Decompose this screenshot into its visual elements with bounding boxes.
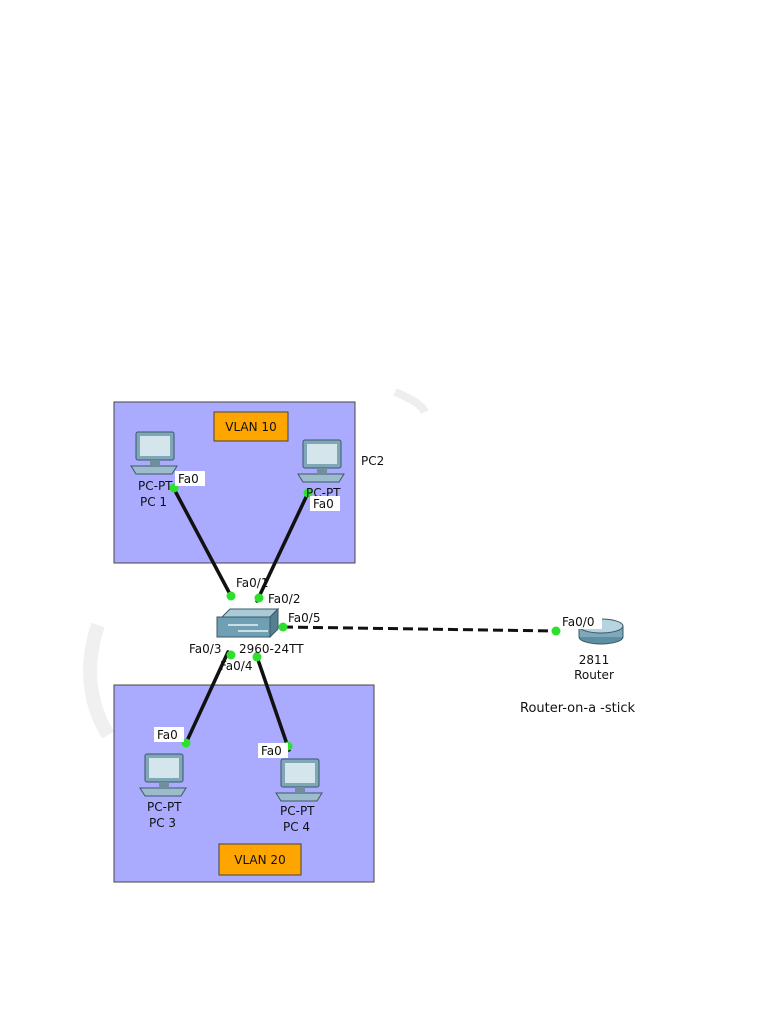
vlan-20-label: VLAN 20	[234, 853, 285, 867]
switch-port-fa0-1-label: Fa0/1	[236, 576, 268, 590]
router-model-label: 2811	[579, 653, 610, 667]
pc2-device[interactable]	[297, 439, 345, 483]
switch-port-fa0-5-label: Fa0/5	[288, 611, 320, 625]
pc4-device[interactable]	[275, 758, 323, 802]
cable-pc2-switch	[255, 491, 310, 603]
link-led-switch-fa0-4	[252, 652, 262, 662]
link-led-pc2	[303, 488, 313, 498]
pc1-device[interactable]	[130, 431, 178, 475]
pc1-port-label-bg	[175, 471, 205, 486]
pc3-port-label: Fa0	[157, 728, 178, 742]
pc3-type-label: PC-PT	[147, 800, 182, 814]
switch-device[interactable]	[216, 607, 280, 639]
router-name-label: Router	[574, 668, 614, 682]
link-led-router-fa0-0	[551, 626, 561, 636]
pc1-name-label: PC 1	[140, 495, 167, 509]
switch-port-fa0-2-label: Fa0/2	[268, 592, 300, 606]
cable-pc1-switch	[171, 485, 233, 598]
pc3-device[interactable]	[139, 753, 187, 797]
link-led-switch-fa0-2	[254, 593, 264, 603]
cable-pc4-switch	[254, 652, 291, 752]
switch-port-fa0-4-label: Fa0/4	[220, 659, 252, 673]
pc3-name-label: PC 3	[149, 816, 176, 830]
vlan-20-badge	[218, 843, 302, 876]
pc4-port-label: Fa0	[261, 744, 282, 758]
pc4-port-label-bg	[258, 743, 288, 758]
router-port-label-bg	[560, 614, 602, 629]
pc2-name-label: PC2	[361, 454, 384, 468]
vlan-10-badge	[213, 411, 289, 442]
router-caption: Router-on-a -stick	[520, 701, 635, 716]
pc2-port-label-bg	[310, 496, 340, 511]
background-swoosh	[393, 388, 429, 415]
cable-pc3-switch	[184, 650, 230, 745]
vlan-10-label: VLAN 10	[225, 420, 276, 434]
pc1-type-label: PC-PT	[138, 479, 173, 493]
link-led-switch-fa0-5	[278, 622, 288, 632]
pc3-port-label-bg	[154, 727, 184, 742]
pc1-port-label: Fa0	[178, 472, 199, 486]
router-port-label: Fa0/0	[562, 615, 594, 629]
pc4-type-label: PC-PT	[280, 804, 315, 818]
link-led-switch-fa0-3	[226, 650, 236, 660]
switch-port-fa0-3-label: Fa0/3	[189, 642, 221, 656]
background-swoosh	[83, 622, 115, 739]
pc2-port-label: Fa0	[313, 497, 334, 511]
vlan-20-zone	[113, 684, 375, 883]
cable-switch-router	[282, 625, 557, 633]
link-led-switch-fa0-1	[226, 591, 236, 601]
switch-model-label: 2960-24TT	[239, 642, 304, 656]
pc4-name-label: PC 4	[283, 820, 310, 834]
